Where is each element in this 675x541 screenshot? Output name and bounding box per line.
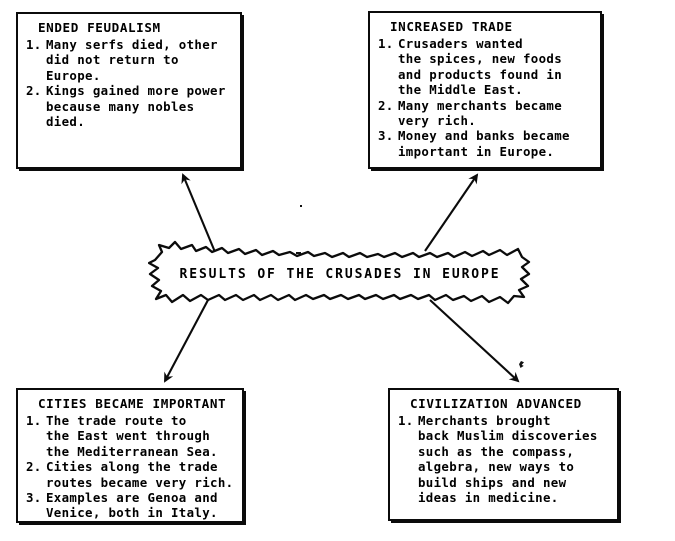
ink-speck	[296, 252, 301, 254]
node-civilization-advanced[interactable]: CIVILIZATION ADVANCED 1. Merchants broug…	[388, 388, 619, 521]
item-number: 3.	[26, 490, 42, 506]
item-text: The trade route to the East went through…	[46, 413, 218, 459]
list-item: 3. Examples are Genoa and Venice, both i…	[26, 490, 236, 521]
node-item-list: 1. The trade route to the East went thro…	[26, 413, 236, 521]
item-number: 1.	[378, 36, 394, 51]
item-number: 2.	[378, 97, 394, 113]
item-number: 1.	[26, 37, 42, 52]
node-heading: CIVILIZATION ADVANCED	[410, 396, 582, 411]
node-cities-became-important[interactable]: CITIES BECAME IMPORTANT 1. The trade rou…	[16, 388, 244, 523]
center-starburst: RESULTS OF THE CRUSADES IN EUROPE	[148, 234, 532, 314]
item-text: Cities along the trade routes became ver…	[46, 459, 234, 490]
ink-speck	[300, 205, 302, 207]
ink-speck	[519, 361, 524, 368]
list-item: 2. Cities along the trade routes became …	[26, 459, 236, 490]
center-label: RESULTS OF THE CRUSADES IN EUROPE	[179, 266, 501, 282]
item-text: Merchants brought back Muslim discoverie…	[418, 413, 598, 506]
node-item-list: 1. Crusaders wanted the spices, new food…	[378, 36, 594, 159]
node-heading: CITIES BECAME IMPORTANT	[38, 396, 227, 411]
list-item: 2. Kings gained more power because many …	[26, 83, 234, 129]
item-text: Examples are Genoa and Venice, both in I…	[46, 490, 218, 521]
item-number: 2.	[26, 83, 42, 99]
item-text: Many merchants became very rich.	[398, 97, 563, 129]
node-heading: ENDED FEUDALISM	[38, 20, 161, 35]
list-item: 1. Merchants brought back Muslim discove…	[398, 413, 611, 505]
item-text: Crusaders wanted the spices, new foods a…	[398, 36, 563, 98]
item-text: Money and banks became important in Euro…	[398, 128, 570, 159]
item-number: 1.	[26, 413, 42, 428]
item-number: 3.	[378, 128, 394, 144]
item-number: 1.	[398, 413, 414, 428]
list-item: 2. Many merchants became very rich.	[378, 98, 594, 129]
list-item: 1. Many serfs died, other did not return…	[26, 37, 234, 83]
node-item-list: 1. Many serfs died, other did not return…	[26, 37, 234, 129]
list-item: 1. The trade route to the East went thro…	[26, 413, 236, 459]
item-number: 2.	[26, 459, 42, 475]
item-text: Many serfs died, other did not return to…	[46, 37, 218, 83]
list-item: 3. Money and banks became important in E…	[378, 128, 594, 159]
node-item-list: 1. Merchants brought back Muslim discove…	[398, 413, 611, 505]
node-ended-feudalism[interactable]: ENDED FEUDALISM 1. Many serfs died, othe…	[16, 12, 242, 169]
node-heading: INCREASED TRADE	[390, 19, 513, 34]
item-text: Kings gained more power because many nob…	[46, 83, 226, 130]
node-increased-trade[interactable]: INCREASED TRADE 1. Crusaders wanted the …	[368, 11, 602, 169]
starburst-shape	[148, 240, 531, 305]
list-item: 1. Crusaders wanted the spices, new food…	[378, 36, 594, 98]
